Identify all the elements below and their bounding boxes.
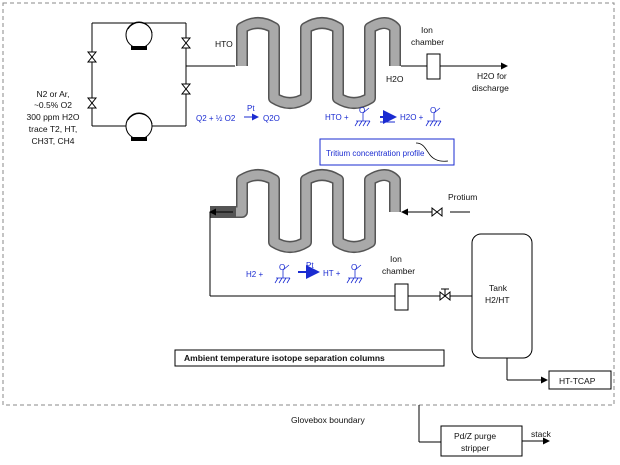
separation-columns-title-box xyxy=(174,349,445,367)
ion-chamber-lower-label: Ion xyxy=(390,254,402,264)
exchange-reaction-upper: HTO + O H2O + O xyxy=(325,106,442,127)
pump-upper xyxy=(125,21,153,50)
ht-tcap-label: HT-TCAP xyxy=(559,376,596,386)
valve-left-upper xyxy=(86,51,98,63)
valve-protium xyxy=(431,206,443,218)
glovebox-boundary-label: Glovebox boundary xyxy=(291,415,365,425)
discharge-label-2: discharge xyxy=(472,83,509,93)
pump-lower xyxy=(125,112,153,141)
inlet-gas-label: N2 or Ar, ~0.5% O2 300 ppm H2O trace T2,… xyxy=(27,89,80,146)
pump-loop xyxy=(91,22,235,127)
svg-text:Q2 + ½ O2: Q2 + ½ O2 xyxy=(196,114,236,123)
glovebox-boundary xyxy=(2,2,615,406)
svg-text:O: O xyxy=(351,263,357,272)
exchange-reaction-lower: H2 + O Pt HT + O xyxy=(246,261,363,284)
svg-text:H2 +: H2 + xyxy=(246,270,263,279)
separation-columns-title: Ambient temperature isotope separation c… xyxy=(184,353,385,363)
ion-chamber-upper-label-2: chamber xyxy=(411,37,444,47)
svg-text:300 ppm H2O: 300 ppm H2O xyxy=(27,112,80,122)
svg-text:Q2O: Q2O xyxy=(263,114,280,123)
tank-label-2: H2/HT xyxy=(485,295,510,305)
stripper-box xyxy=(440,425,523,457)
svg-text:O: O xyxy=(359,106,365,115)
lower-separation-column xyxy=(210,169,401,253)
ht-tcap-box xyxy=(548,370,612,390)
svg-text:~0.5% O2: ~0.5% O2 xyxy=(34,100,72,110)
svg-text:Pt: Pt xyxy=(306,261,314,270)
ion-chamber-lower-label-2: chamber xyxy=(382,266,415,276)
tank-label: Tank xyxy=(489,283,508,293)
svg-text:HTO +: HTO + xyxy=(325,113,349,122)
ion-chamber-lower xyxy=(394,283,409,311)
valve-right-upper xyxy=(180,37,192,49)
stripper-label: Pd/Z purge xyxy=(454,431,496,441)
svg-text:Pt: Pt xyxy=(247,104,255,113)
hto-label: HTO xyxy=(215,39,233,49)
ion-chamber-upper xyxy=(426,53,441,80)
stack-label: stack xyxy=(531,429,552,439)
oxidation-reaction: Q2 + ½ O2 Pt Q2O xyxy=(196,104,280,123)
discharge-label: H2O for xyxy=(477,71,507,81)
tritium-profile-label: Tritium concentration profile xyxy=(326,149,425,158)
svg-text:trace T2, HT,: trace T2, HT, xyxy=(29,124,78,134)
stripper-label-2: stripper xyxy=(461,443,490,453)
tank xyxy=(471,233,533,359)
svg-text:O: O xyxy=(430,106,436,115)
valve-right-lower xyxy=(180,83,192,95)
svg-text:H2O +: H2O + xyxy=(400,113,424,122)
protium-label: Protium xyxy=(448,192,477,202)
svg-text:CH3T, CH4: CH3T, CH4 xyxy=(32,136,75,146)
h2o-label: H2O xyxy=(386,74,404,84)
valve-left-lower xyxy=(86,97,98,109)
ion-chamber-upper-label: Ion xyxy=(421,25,433,35)
tritium-profile-box xyxy=(319,138,455,166)
valve-tank xyxy=(439,288,451,302)
upper-separation-column xyxy=(236,17,401,109)
tritium-profile-curve xyxy=(415,142,449,162)
svg-text:HT +: HT + xyxy=(323,269,341,278)
svg-text:O: O xyxy=(279,263,285,272)
svg-text:N2 or Ar,: N2 or Ar, xyxy=(36,89,69,99)
